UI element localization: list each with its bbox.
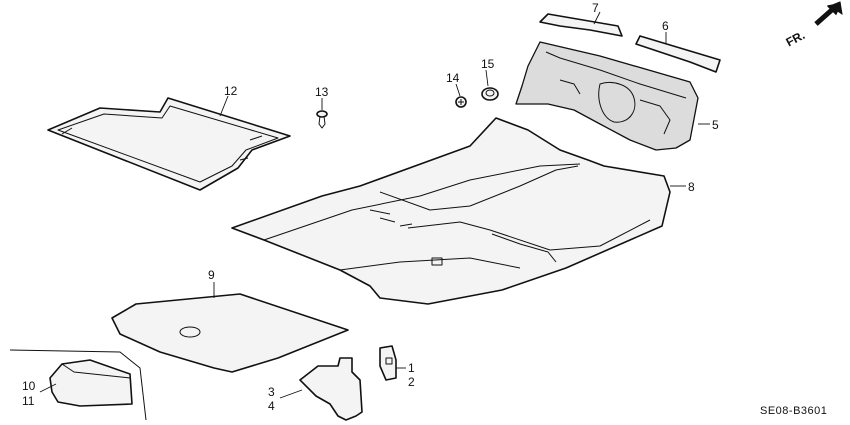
callout-8: 8 (688, 180, 695, 194)
callout-4: 4 (268, 399, 275, 413)
callout-11: 11 (22, 394, 35, 408)
callout-13: 13 (315, 85, 329, 99)
part-9-rear-mat (111, 293, 349, 373)
part-7-strip (539, 13, 623, 37)
callout-12: 12 (224, 84, 238, 98)
part-10-11-pad (9, 349, 147, 421)
part-8-floor-carpet (231, 117, 671, 305)
direction-label: FR. (784, 28, 808, 49)
callout-15: 15 (481, 57, 495, 71)
part-15-grommet (481, 87, 499, 101)
callout-10: 10 (22, 379, 36, 393)
callout-9: 9 (208, 268, 215, 282)
callout-1: 1 (408, 361, 415, 375)
callout-3: 3 (268, 385, 275, 399)
callout-7: 7 (592, 1, 599, 15)
part-1-2-bracket (379, 345, 397, 381)
part-6-strip (635, 35, 721, 73)
callout-14: 14 (446, 71, 460, 85)
part-13-clip (316, 110, 328, 129)
part-14-screw (455, 96, 467, 108)
part-5-dash-insulator (515, 41, 699, 151)
part-3-4-side-trim (299, 357, 363, 421)
callout-5: 5 (712, 118, 719, 132)
figure-code: SE08-B3601 (760, 405, 827, 417)
callout-6: 6 (662, 19, 669, 33)
part-12-floor-mat (47, 97, 291, 191)
front-direction-arrow: FR. (784, 1, 843, 49)
callout-2: 2 (408, 375, 415, 389)
leader-lines (39, 11, 710, 399)
